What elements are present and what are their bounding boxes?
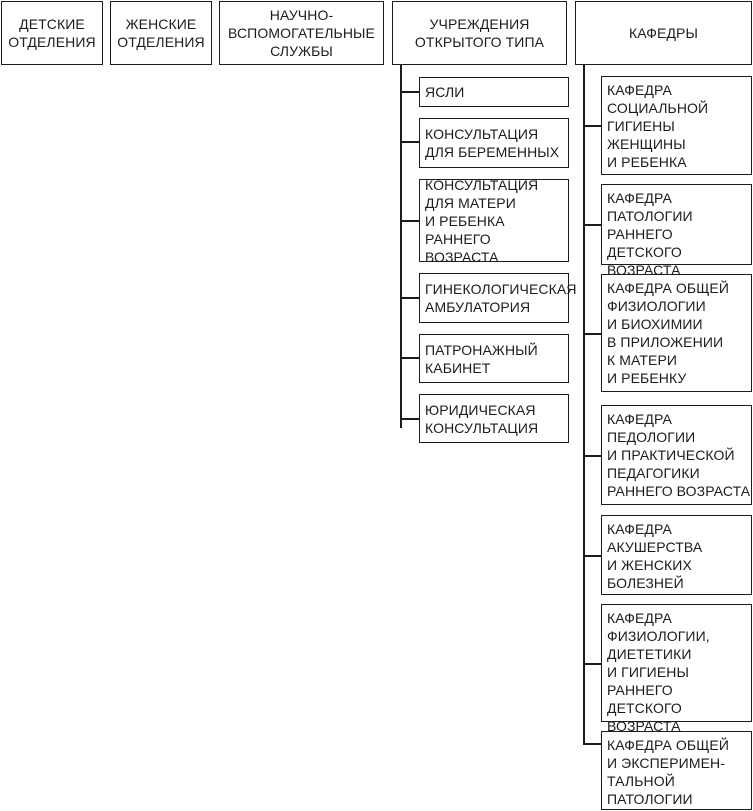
connector-konsultaciya-materi <box>400 220 419 222</box>
box-konsultaciya-beremennyh: КОНСУЛЬТАЦИЯ ДЛЯ БЕРЕМЕННЫХ <box>419 118 569 168</box>
connector-socialnoi-gigieny <box>583 125 601 127</box>
box-kafedry: КАФЕДРЫ <box>575 1 752 65</box>
connector-pedologii <box>583 455 601 457</box>
box-kafedra-eksperimentalnoi-patologii: КАФЕДРА ОБЩЕЙ И ЭКСПЕРИМЕН- ТАЛЬНОЙ ПАТО… <box>601 731 752 810</box>
connector-fiziologii-biohimii <box>583 333 601 335</box>
box-kafedra-socialnoi-gigieny: КАФЕДРА СОЦИАЛЬНОЙ ГИГИЕНЫ ЖЕНЩИНЫ И РЕБ… <box>601 76 752 175</box>
box-yuridicheskaya-konsultaciya: ЮРИДИЧЕСКАЯ КОНСУЛЬТАЦИЯ <box>419 394 569 443</box>
box-yasli: ЯСЛИ <box>419 77 569 107</box>
box-konsultaciya-materi: КОНСУЛЬТАЦИЯ ДЛЯ МАТЕРИ И РЕБЕНКА РАННЕГ… <box>419 177 569 265</box>
connector-akusherstva <box>583 555 601 557</box>
box-patronazhnyi-kabinet: ПАТРОНАЖНЫЙ КАБИНЕТ <box>419 334 569 383</box>
box-kafedra-akusherstva: КАФЕДРА АКУШЕРСТВА И ЖЕНСКИХ БОЛЕЗНЕЙ <box>601 515 752 595</box>
box-nauchno-vspomogatelnye: НАУЧНО- ВСПОМОГАТЕЛЬНЫЕ СЛУЖБЫ <box>219 1 384 65</box>
box-zhenskie-otdeleniya: ЖЕНСКИЕ ОТДЕЛЕНИЯ <box>110 1 212 65</box>
box-kafedra-fiziologii-dietetiki: КАФЕДРА ФИЗИОЛОГИИ, ДИЕТЕТИКИ И ГИГИЕНЫ … <box>601 604 752 734</box>
box-uchrezhdeniya-otkrytogo-tipa: УЧРЕЖДЕНИЯ ОТКРЫТОГО ТИПА <box>392 1 567 65</box>
connector-open-type-trunk <box>400 65 402 428</box>
connector-yuridicheskaya <box>400 418 419 420</box>
box-kafedra-patologii: КАФЕДРА ПАТОЛОГИИ РАННЕГО ДЕТСКОГО ВОЗРА… <box>601 184 752 278</box>
connector-yasli <box>400 91 419 93</box>
connector-patologii <box>583 224 601 226</box>
connector-ginekologicheskaya <box>400 297 419 299</box>
connector-fiziologii-dietetiki <box>583 663 601 665</box>
connector-patronazhnyi <box>400 357 419 359</box>
box-kafedra-fiziologii-biohimii: КАФЕДРА ОБЩЕЙ ФИЗИОЛОГИИ И БИОХИМИИ В ПР… <box>601 274 752 392</box>
box-detskie-otdeleniya: ДЕТСКИЕ ОТДЕЛЕНИЯ <box>1 1 103 65</box>
connector-eksperimentalnoi <box>583 743 601 745</box>
box-ginekologicheskaya-ambulatoriya: ГИНЕКОЛОГИЧЕСКАЯ АМБУЛАТОРИЯ <box>419 273 576 323</box>
connector-konsultaciya-beremennyh <box>400 141 419 143</box>
connector-departments-trunk <box>583 65 585 744</box>
box-kafedra-pedologii: КАФЕДРА ПЕДОЛОГИИ И ПРАКТИЧЕСКОЙ ПЕДАГОГ… <box>601 405 752 505</box>
